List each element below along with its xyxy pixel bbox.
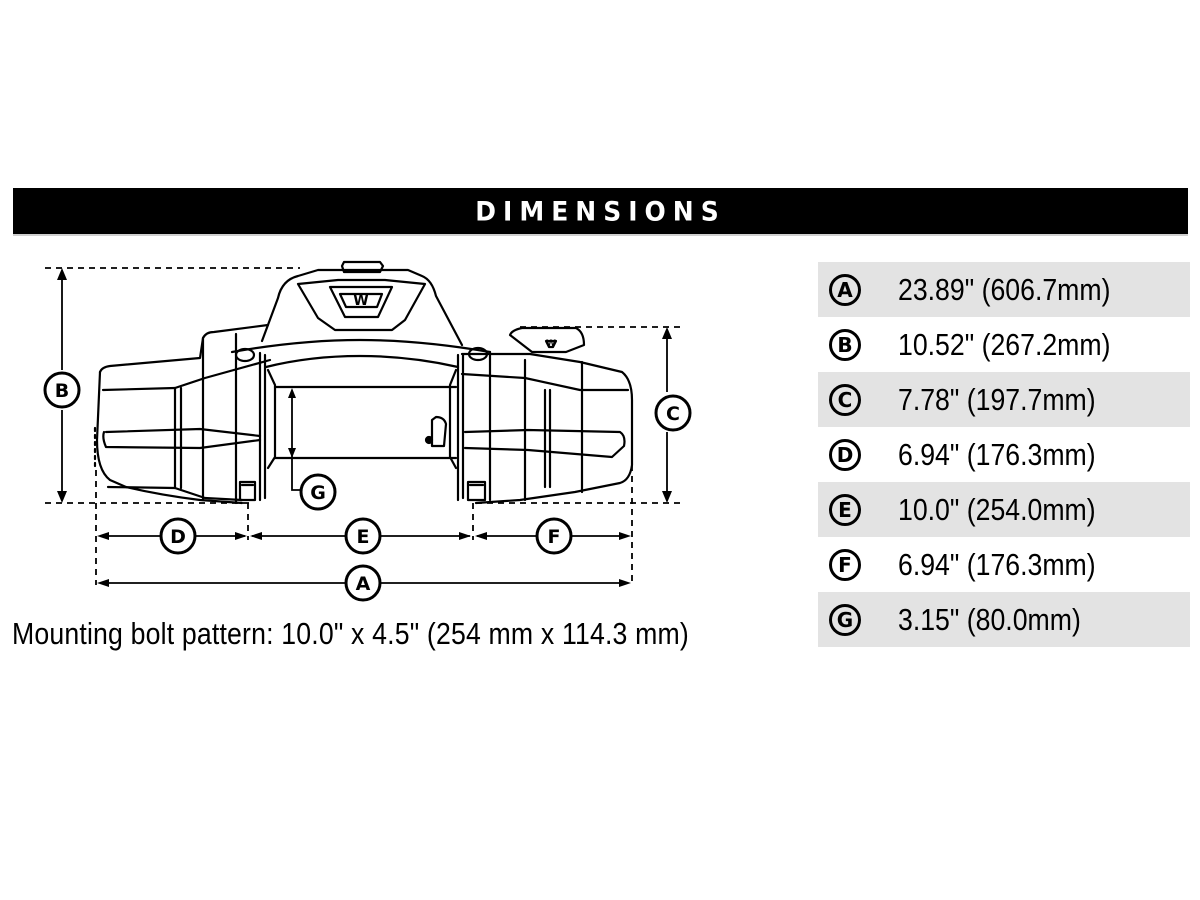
spec-value: 10.52" (267.2mm) bbox=[898, 326, 1111, 362]
letter-f-badge: F bbox=[829, 548, 861, 581]
drum bbox=[266, 353, 465, 502]
svg-text:E: E bbox=[357, 526, 370, 548]
spec-value: 23.89" (606.7mm) bbox=[898, 271, 1111, 307]
callout-e: E bbox=[344, 517, 382, 555]
svg-text:G: G bbox=[310, 482, 326, 504]
svg-text:B: B bbox=[55, 380, 69, 402]
control-box bbox=[260, 260, 464, 347]
dimensions-title-bar: DIMENSIONS bbox=[13, 188, 1188, 236]
svg-text:A: A bbox=[356, 573, 371, 595]
spec-value: 6.94" (176.3mm) bbox=[898, 546, 1096, 582]
callout-c: C bbox=[654, 394, 692, 432]
spec-value: 6.94" (176.3mm) bbox=[898, 436, 1096, 472]
spec-value: 7.78" (197.7mm) bbox=[898, 381, 1096, 417]
spec-row-c: C 7.78" (197.7mm) bbox=[818, 372, 1190, 427]
page-title: DIMENSIONS bbox=[475, 195, 726, 227]
letter-b-badge: B bbox=[829, 328, 861, 361]
tie-bar bbox=[230, 338, 492, 369]
callout-g: G bbox=[299, 473, 337, 511]
callout-a: A bbox=[344, 564, 382, 602]
letter-d-badge: D bbox=[829, 438, 861, 471]
svg-text:D: D bbox=[170, 526, 186, 548]
callout-f: F bbox=[535, 517, 573, 555]
spec-row-g: G 3.15" (80.0mm) bbox=[818, 592, 1190, 647]
remote-logo: W bbox=[546, 339, 556, 349]
callout-b: B bbox=[43, 371, 81, 409]
spec-row-d: D 6.94" (176.3mm) bbox=[818, 427, 1190, 482]
letter-a-badge: A bbox=[829, 273, 861, 306]
spec-row-b: B 10.52" (267.2mm) bbox=[818, 317, 1190, 372]
right-gear-housing bbox=[460, 326, 634, 505]
callout-d: D bbox=[159, 517, 197, 555]
letter-c-badge: C bbox=[829, 383, 861, 416]
dimension-spec-table: A 23.89" (606.7mm) B 10.52" (267.2mm) C … bbox=[818, 262, 1190, 647]
letter-g-badge: G bbox=[829, 603, 861, 636]
left-motor-housing bbox=[93, 323, 272, 505]
svg-text:C: C bbox=[666, 403, 680, 425]
spec-value: 3.15" (80.0mm) bbox=[898, 601, 1081, 637]
spec-row-e: E 10.0" (254.0mm) bbox=[818, 482, 1190, 537]
spec-row-f: F 6.94" (176.3mm) bbox=[818, 537, 1190, 592]
mounting-bolt-pattern-caption: Mounting bolt pattern: 10.0" x 4.5" (254… bbox=[12, 616, 689, 651]
winch-logo: W bbox=[353, 293, 368, 309]
svg-text:F: F bbox=[548, 526, 561, 548]
letter-e-badge: E bbox=[829, 493, 861, 526]
spec-row-a: A 23.89" (606.7mm) bbox=[818, 262, 1190, 317]
winch-diagram: B C G D E F A W W bbox=[43, 260, 692, 602]
spec-value: 10.0" (254.0mm) bbox=[898, 491, 1096, 527]
